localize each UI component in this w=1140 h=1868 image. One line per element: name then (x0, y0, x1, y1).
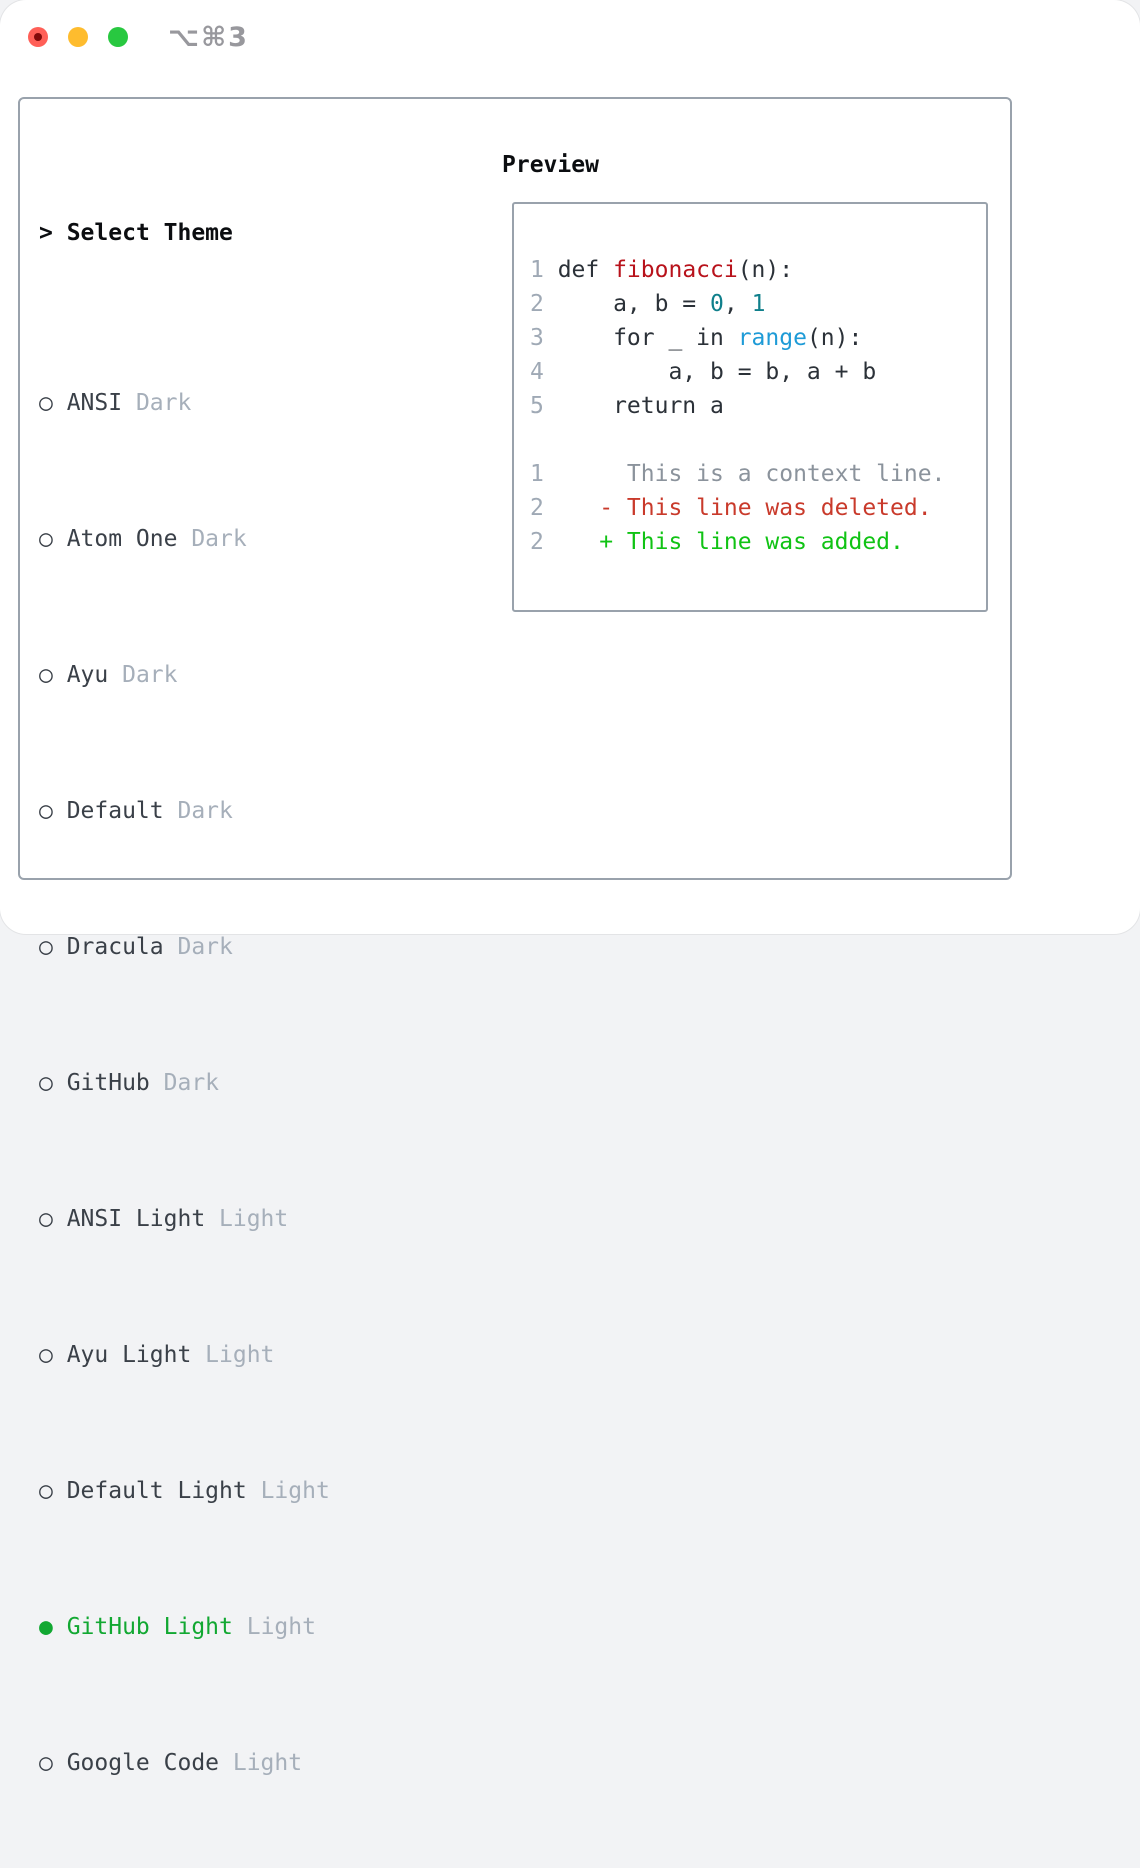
variant-badge: Dark (163, 1070, 220, 1096)
diff-line: 1 This is a context line. (530, 457, 986, 491)
line-number: 1 (530, 257, 544, 283)
radio-icon: ○ (39, 526, 53, 552)
line-number: 1 (530, 461, 544, 487)
variant-badge: Dark (177, 798, 233, 824)
radio-icon: ○ (39, 390, 53, 416)
code-token: def (557, 257, 614, 283)
code-line: 5 return a (530, 389, 986, 423)
diff-line: 2 + This line was added. (530, 525, 986, 559)
code-token: 1 (751, 291, 766, 317)
unsaved-changes-dot-icon (34, 33, 42, 41)
radio-icon: ○ (39, 1342, 53, 1368)
cursor-icon: > (39, 220, 53, 246)
radio-icon: ○ (39, 934, 53, 960)
diff-preview: 1 This is a context line. 2 - This line … (530, 457, 986, 559)
line-number: 2 (530, 529, 544, 555)
spacer (530, 423, 986, 457)
variant-badge: Dark (177, 934, 233, 960)
main-panel: > Select Theme ○ ANSI Dark ○ Atom One Da… (18, 97, 1012, 1776)
code-line: 4 a, b = b, a + b (530, 355, 986, 389)
code-line: 3 for _ in range(n): (530, 321, 986, 355)
radio-icon: ○ (39, 1206, 53, 1232)
code-token: (n): (806, 325, 863, 351)
code-token: for _ in (557, 325, 738, 351)
theme-option[interactable]: ○ Ayu Dark (39, 658, 459, 692)
theme-option[interactable]: ○ Default Light Light (39, 1474, 459, 1508)
code-token: 0 (710, 291, 724, 317)
preview-header: Preview (502, 152, 599, 178)
window-title: ⌥⌘3 (168, 22, 249, 53)
code-token: , (723, 291, 752, 317)
code-line: 1 def fibonacci(n): (530, 253, 986, 287)
code-token: (n): (737, 257, 794, 283)
variant-badge: Dark (135, 390, 192, 416)
theme-option[interactable]: ○ Default Dark (39, 794, 459, 828)
line-number: 4 (530, 359, 544, 385)
minimize-button[interactable] (68, 27, 88, 47)
theme-selector: > Select Theme ○ ANSI Dark ○ Atom One Da… (39, 148, 459, 1868)
zoom-button[interactable] (108, 27, 128, 47)
code-token: range (737, 325, 807, 351)
radio-icon: ○ (39, 798, 53, 824)
theme-option[interactable]: ○ Ayu Light Light (39, 1338, 459, 1372)
variant-badge: Dark (122, 662, 178, 688)
line-number: 3 (530, 325, 544, 351)
radio-icon: ● (39, 1614, 53, 1640)
close-button[interactable] (28, 27, 48, 47)
code-line: 2 a, b = 0, 1 (530, 287, 986, 321)
variant-badge: Light (205, 1342, 275, 1368)
diff-line: 2 - This line was deleted. (530, 491, 986, 525)
theme-option[interactable]: ● GitHub Light Light (39, 1610, 459, 1644)
theme-option[interactable]: ○ ANSI Light Light (39, 1202, 459, 1236)
variant-badge: Dark (191, 526, 247, 552)
code-token: return a (557, 393, 724, 419)
theme-list: ○ ANSI Dark ○ Atom One Dark ○ Ayu Dark ○… (39, 318, 459, 1868)
theme-option[interactable]: ○ ANSI Dark (39, 386, 459, 420)
variant-badge: Light (260, 1478, 330, 1504)
theme-option[interactable]: ○ GitHub Dark (39, 1066, 459, 1100)
code-token: a, b = b, a + b (557, 359, 877, 385)
theme-option[interactable]: ○ Atom One Dark (39, 522, 459, 556)
radio-icon: ○ (39, 662, 53, 688)
code-token: a, b = (557, 291, 711, 317)
select-theme-label: Select Theme (66, 220, 233, 246)
radio-icon: ○ (39, 1478, 53, 1504)
radio-icon: ○ (39, 1750, 53, 1776)
app-window: ⌥⌘3 > Select Theme ○ ANSI Dark ○ Atom On… (0, 0, 1140, 1776)
line-number: 2 (530, 495, 544, 521)
variant-badge: Light (246, 1614, 316, 1640)
titlebar: ⌥⌘3 (0, 0, 1140, 74)
variant-badge: Light (219, 1206, 289, 1232)
line-number: 5 (530, 393, 544, 419)
theme-option[interactable]: ○ Google Code Light (39, 1746, 459, 1780)
variant-badge: Light (232, 1750, 303, 1776)
code-token: fibonacci (613, 257, 738, 283)
line-number: 2 (530, 291, 544, 317)
select-theme-header: > Select Theme (39, 216, 459, 250)
theme-option[interactable]: ○ Dracula Dark (39, 930, 459, 964)
radio-icon: ○ (39, 1070, 53, 1096)
